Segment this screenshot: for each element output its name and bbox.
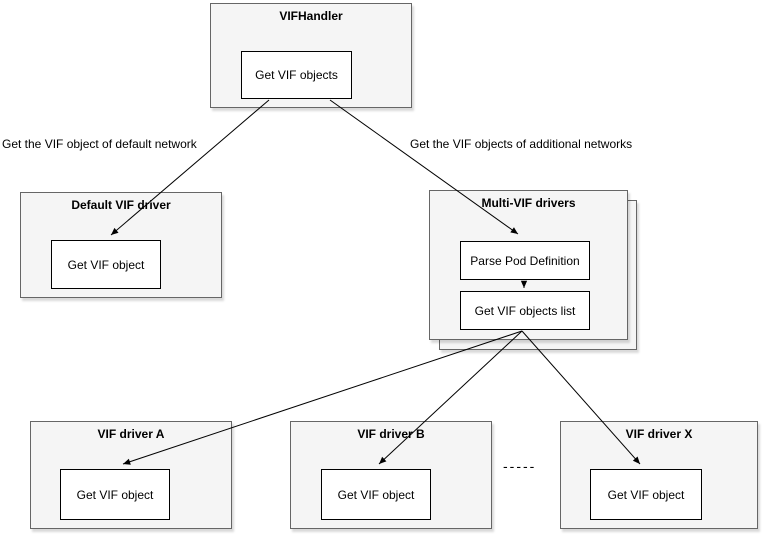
node-driver-x-get-vif-object: Get VIF object [590,469,702,520]
node-driver-a-get-vif-object: Get VIF object [60,469,170,520]
node-parse-pod-definition: Parse Pod Definition [460,241,590,280]
node-get-vif-objects: Get VIF objects [241,51,352,99]
edge-label-additional-networks: Get the VIF objects of additional networ… [410,137,633,151]
group-default-vif-driver-title: Default VIF driver [71,198,171,212]
group-vif-driver-b: VIF driver B Get VIF object [290,421,492,529]
node-default-get-vif-object: Get VIF object [51,240,161,289]
group-vif-driver-x: VIF driver X Get VIF object [560,421,758,529]
node-driver-b-get-vif-object: Get VIF object [321,469,431,520]
group-vifhandler-title: VIFHandler [279,9,343,23]
group-vif-driver-x-title: VIF driver X [625,427,693,441]
node-get-vif-objects-list: Get VIF objects list [460,291,590,330]
ellipsis-separator: ----- [503,458,537,474]
group-vif-driver-a-title: VIF driver A [97,427,165,441]
group-default-vif-driver: Default VIF driver Get VIF object [20,192,222,298]
group-multi-vif-drivers-title: Multi-VIF drivers [481,196,576,210]
group-vifhandler: VIFHandler Get VIF objects [210,3,412,108]
group-vif-driver-a: VIF driver A Get VIF object [30,421,232,529]
group-vif-driver-b-title: VIF driver B [357,427,425,441]
group-multi-vif-drivers: Multi-VIF drivers Parse Pod Definition G… [429,190,628,340]
edge-label-default-network: Get the VIF object of default network [2,137,197,151]
